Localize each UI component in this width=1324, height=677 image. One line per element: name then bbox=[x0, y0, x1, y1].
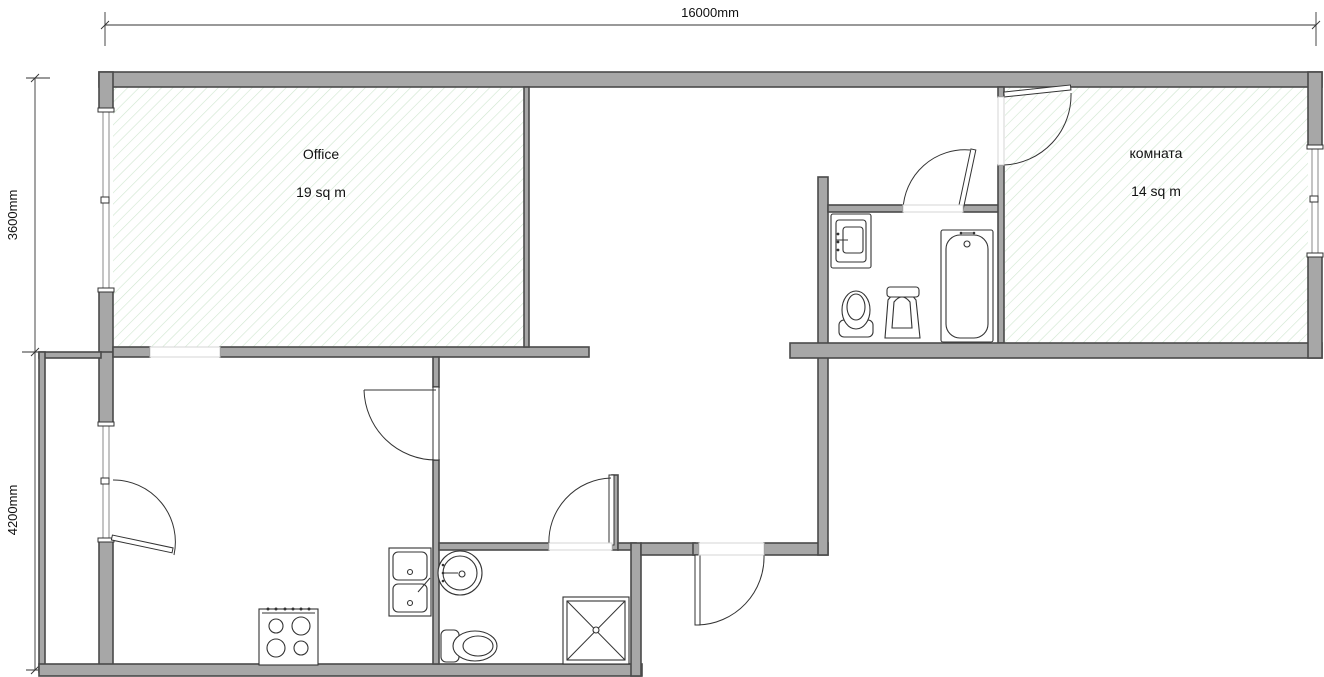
toilet bbox=[838, 290, 874, 338]
round-sink bbox=[437, 550, 483, 596]
window-office bbox=[97, 107, 115, 293]
dimension-left-lower-label: 4200mm bbox=[5, 485, 20, 536]
double-sink bbox=[388, 547, 432, 617]
window-kitchen bbox=[97, 421, 115, 543]
dimension-left-lower: 4200mm bbox=[5, 352, 50, 675]
shower-tray bbox=[562, 596, 630, 665]
opening-office bbox=[149, 346, 221, 358]
door-wc[interactable] bbox=[902, 148, 977, 213]
room-area-komnata: 14 sq m bbox=[1131, 183, 1181, 199]
dimension-top: 16000mm bbox=[100, 5, 1321, 46]
walls bbox=[38, 71, 1323, 677]
office-floor bbox=[113, 87, 524, 347]
window-komnata bbox=[1306, 144, 1324, 258]
door-komnata[interactable] bbox=[997, 84, 1072, 166]
door-entrance[interactable] bbox=[694, 542, 765, 626]
komnata-floor bbox=[1005, 87, 1308, 343]
room-area-office: 19 sq m bbox=[296, 184, 346, 200]
bidet bbox=[884, 286, 921, 339]
door-bathroom[interactable] bbox=[548, 474, 615, 551]
dimension-left-upper: 3600mm bbox=[5, 73, 50, 357]
dimension-left-upper-label: 3600mm bbox=[5, 190, 20, 241]
dimension-top-label: 16000mm bbox=[681, 5, 739, 20]
stove bbox=[258, 607, 319, 666]
door-kitchen[interactable] bbox=[363, 386, 440, 461]
room-label-office: Office bbox=[303, 146, 340, 162]
toilet-bottom bbox=[440, 629, 498, 663]
sink bbox=[830, 213, 872, 269]
door-balcony[interactable] bbox=[110, 479, 176, 556]
room-label-komnata: комната bbox=[1130, 145, 1183, 161]
bathtub bbox=[940, 229, 994, 343]
